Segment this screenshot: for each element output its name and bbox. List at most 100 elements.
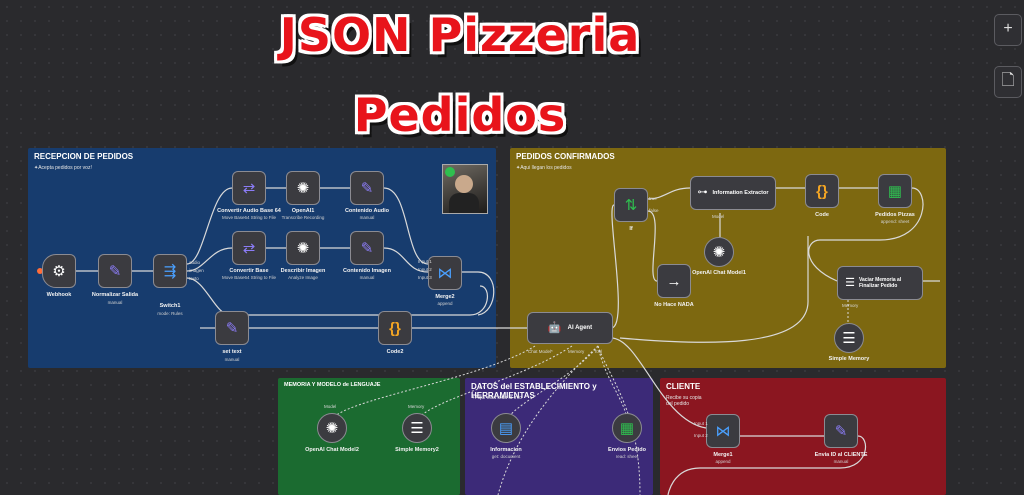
- port-label: Input 2: [694, 433, 708, 438]
- openai-icon: ✺: [712, 243, 726, 261]
- node-sublabel: append: [715, 459, 731, 464]
- node-label: No Hace NADA: [654, 302, 694, 308]
- node-envios-pedido[interactable]: ▦: [612, 413, 642, 443]
- node-code[interactable]: {}: [805, 174, 839, 208]
- node-sublabel: Analyze Image: [288, 275, 318, 280]
- node-label: Webhook: [46, 292, 72, 298]
- group-title: DATOS del ESTABLECIMIENTO y HERRAMIENTAS: [471, 382, 597, 400]
- video-title-line1: JSON Pizzeria: [279, 8, 641, 62]
- node-label: Convertir Base: [229, 268, 269, 274]
- node-label: Normalizar Salida: [91, 292, 139, 298]
- group-title: CLIENTE: [666, 382, 701, 391]
- node-label: Contenido Imagen: [343, 268, 391, 274]
- node-openai-chat-model2[interactable]: ✺: [317, 413, 347, 443]
- node-convertir-audio[interactable]: ⇄: [232, 171, 266, 205]
- node-sublabel: mode: Rules: [157, 311, 183, 316]
- node-merge2[interactable]: ⋈: [428, 256, 462, 290]
- group-title: RECEPCION DE PEDIDOS: [34, 152, 134, 161]
- node-sublabel: get: document: [491, 454, 521, 459]
- port-label: imagen: [189, 268, 204, 273]
- node-sublabel: Transcribe Recording: [281, 215, 325, 220]
- node-label: Pedidos Pizzas: [875, 212, 915, 218]
- pencil-icon: ✎: [108, 262, 122, 280]
- node-webhook[interactable]: ⚙: [42, 254, 76, 288]
- arrow-right-icon: →: [666, 272, 682, 290]
- node-no-hace-nada[interactable]: →: [657, 264, 691, 298]
- notes-button[interactable]: 🗋: [994, 66, 1022, 98]
- node-code2[interactable]: {}: [378, 311, 412, 345]
- openai-icon: ✺: [325, 419, 339, 437]
- group-title: PEDIDOS CONFIRMADOS: [516, 152, 615, 161]
- database-icon: ☰: [842, 329, 856, 347]
- presenter-photo: [442, 164, 488, 214]
- node-sublabel: Move Base64 String to File: [221, 275, 277, 280]
- group-memoria: MEMORIA Y MODELO de LENGUAJE: [278, 378, 460, 495]
- node-vaciar-memoria[interactable]: ☰ Vaciar Memoria al Finalizar Pedido: [837, 266, 923, 300]
- port-label: Tool: [594, 349, 603, 354]
- node-information-extractor[interactable]: ⊶ Information Extractor: [690, 176, 776, 210]
- node-sublabel: Move Base64 String to File: [221, 215, 277, 220]
- port-label: Memory: [568, 349, 585, 354]
- plus-icon: +: [1003, 20, 1013, 37]
- node-contenido-audio[interactable]: ✎: [350, 171, 384, 205]
- group-subtitle: ✦Aqui llegan los pedidos: [516, 165, 572, 171]
- group-subtitle: Recibe su copia del pedido: [666, 395, 702, 407]
- node-ai-agent[interactable]: 🤖 AI Agent: [527, 312, 613, 344]
- sheets-icon: ▦: [887, 182, 903, 200]
- node-if[interactable]: ⇅: [614, 188, 648, 222]
- node-simple-memory2[interactable]: ☰: [402, 413, 432, 443]
- extractor-icon: ⊶: [697, 187, 708, 198]
- node-label: If: [629, 226, 633, 232]
- node-label: set text: [222, 349, 242, 355]
- database-icon: ☰: [845, 276, 855, 289]
- port-label: Input 1: [418, 259, 432, 264]
- node-normalizar-salida[interactable]: ✎: [98, 254, 132, 288]
- node-label: Envia ID al CLIENTE: [814, 452, 868, 458]
- node-pedidos-pizzas[interactable]: ▦: [878, 174, 912, 208]
- openai-icon: ✺: [296, 239, 310, 257]
- node-describir-imagen[interactable]: ✺: [286, 231, 320, 265]
- node-envia-id-cliente[interactable]: ✎: [824, 414, 858, 448]
- node-label: Informacion: [490, 447, 522, 453]
- node-label: Switch1: [159, 303, 181, 309]
- node-label: Code: [815, 212, 829, 218]
- port-label: false: [649, 208, 659, 213]
- node-sublabel: read: sheet: [615, 454, 639, 459]
- node-label: Contenido Audio: [344, 208, 390, 214]
- add-node-button[interactable]: +: [994, 14, 1022, 46]
- node-set-text[interactable]: ✎: [215, 311, 249, 345]
- node-label: OpenAI1: [291, 208, 315, 214]
- node-switch1[interactable]: ⇶: [153, 254, 187, 288]
- node-openai1[interactable]: ✺: [286, 171, 320, 205]
- merge-icon: ⋈: [437, 264, 453, 282]
- node-simple-memory[interactable]: ☰: [834, 323, 864, 353]
- presenter-body: [449, 193, 479, 213]
- node-label: Simple Memory2: [395, 447, 439, 453]
- port-label: true: [649, 196, 657, 201]
- group-subtitle: ✦Acepta pedidos por voz!: [34, 165, 92, 171]
- node-sublabel: append: [437, 301, 453, 306]
- node-contenido-imagen[interactable]: ✎: [350, 231, 384, 265]
- group-title: MEMORIA Y MODELO de LENGUAJE: [284, 382, 381, 388]
- node-openai-chat-model1[interactable]: ✺: [704, 237, 734, 267]
- node-sublabel: manual: [359, 215, 375, 220]
- pencil-icon: ✎: [360, 239, 374, 257]
- if-icon: ⇅: [624, 196, 638, 214]
- node-merge1[interactable]: ⋈: [706, 414, 740, 448]
- node-label: Envios Pedido: [608, 447, 646, 453]
- group-subtitle: ✦Aqui esta toda la info: [471, 395, 522, 401]
- port-label: Input 3: [418, 275, 432, 280]
- code-icon: {}: [816, 182, 828, 200]
- node-label: Vaciar Memoria al Finalizar Pedido: [858, 277, 902, 289]
- node-convertir-base[interactable]: ⇄: [232, 231, 266, 265]
- openai-icon: ✺: [296, 179, 310, 197]
- database-icon: ☰: [410, 419, 424, 437]
- node-label: AI Agent: [567, 325, 593, 331]
- node-label: Describir Imagen: [280, 268, 326, 274]
- port-label: Chat Model*: [528, 349, 553, 354]
- document-icon: ▤: [498, 419, 514, 437]
- node-informacion[interactable]: ▤: [491, 413, 521, 443]
- merge-icon: ⋈: [715, 422, 731, 440]
- node-label: Merge1: [713, 452, 733, 458]
